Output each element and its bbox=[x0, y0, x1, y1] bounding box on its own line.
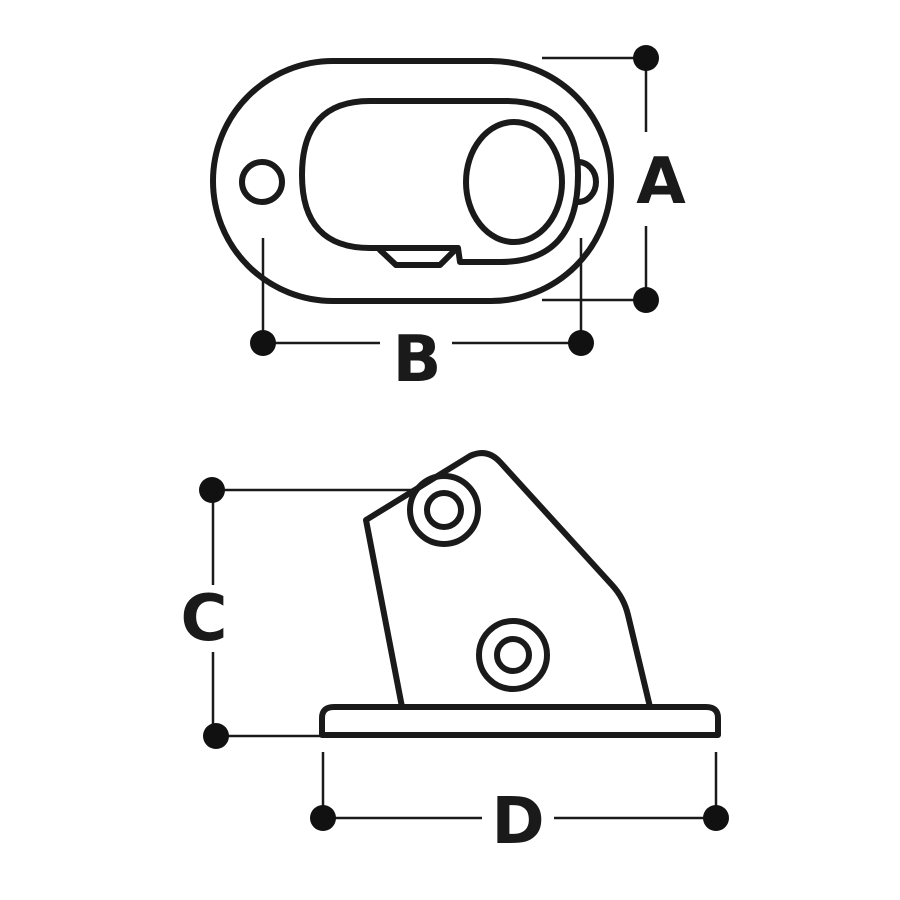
dimension-a-dot-top bbox=[633, 45, 659, 71]
top-view-upright-footprint bbox=[299, 98, 581, 265]
side-view-upper-bolt-outer bbox=[407, 473, 481, 547]
top-view-tube-socket bbox=[463, 119, 565, 245]
dimension-a: A bbox=[542, 45, 686, 313]
dimension-d: D bbox=[310, 752, 729, 859]
dimension-d-label: D bbox=[491, 785, 544, 859]
side-view-upper-bolt-inner bbox=[424, 490, 464, 530]
dimension-b: B bbox=[250, 238, 594, 397]
top-view bbox=[210, 58, 614, 304]
dimension-d-dot-left bbox=[310, 805, 336, 831]
top-view-base-plate-outline bbox=[210, 58, 614, 304]
side-view-upright-body bbox=[363, 450, 653, 710]
dimension-a-label: A bbox=[636, 145, 686, 219]
dimension-c-dot-top bbox=[199, 477, 225, 503]
side-view-base-plate bbox=[319, 704, 721, 738]
top-view-right-mounting-hole bbox=[575, 159, 599, 205]
dimension-a-dot-bottom bbox=[633, 287, 659, 313]
side-view-lower-bolt-inner bbox=[494, 636, 532, 674]
dimension-c-dot-bottom bbox=[203, 723, 229, 749]
dimension-c-label: C bbox=[181, 582, 228, 656]
dimension-b-label: B bbox=[393, 323, 442, 397]
top-view-left-mounting-hole bbox=[239, 159, 285, 205]
dimension-b-dot-left bbox=[250, 330, 276, 356]
side-view-lower-bolt-outer bbox=[476, 618, 550, 692]
dimension-d-dot-right bbox=[703, 805, 729, 831]
dimension-b-dot-right bbox=[568, 330, 594, 356]
side-view bbox=[319, 450, 721, 738]
dimension-c: C bbox=[181, 477, 412, 749]
top-view-lower-tab bbox=[377, 247, 458, 268]
